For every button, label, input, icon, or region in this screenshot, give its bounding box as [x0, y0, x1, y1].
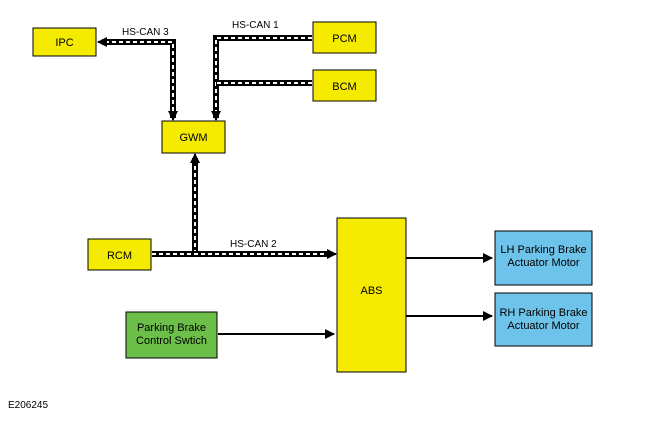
bcm-module: BCM [312, 69, 377, 102]
rh-actuator-motor: RH Parking Brake Actuator Motor [494, 292, 593, 347]
abs-module: ABS [336, 217, 407, 373]
ipc-label: IPC [55, 37, 73, 49]
gwm-module: GWM [161, 120, 226, 154]
lh-actuator-motor: LH Parking Brake Actuator Motor [494, 230, 593, 286]
lh-motor-label-line1: LH Parking Brake [500, 244, 586, 256]
bcm-label: BCM [332, 81, 356, 93]
gwm-label: GWM [179, 132, 207, 144]
rcm-label: RCM [107, 250, 132, 262]
parking-brake-switch: Parking Brake Control Swtich [125, 311, 218, 359]
pcm-label: PCM [332, 33, 356, 45]
switch-label-line2: Control Swtich [136, 335, 207, 347]
switch-label-line1: Parking Brake [137, 322, 206, 334]
abs-label: ABS [360, 285, 382, 297]
hs-can-3-label: HS-CAN 3 [122, 27, 169, 38]
rh-motor-label-line2: Actuator Motor [507, 320, 579, 332]
rcm-module: RCM [87, 238, 152, 271]
rh-motor-label-line1: RH Parking Brake [499, 307, 587, 319]
hs-can-2-bus [152, 153, 337, 259]
hs-can-2-label: HS-CAN 2 [230, 239, 277, 250]
pcm-module: PCM [312, 21, 377, 54]
hs-can-1-bus [211, 35, 312, 121]
hs-can-1-label: HS-CAN 1 [232, 20, 279, 31]
hs-can-3-bus [97, 37, 178, 121]
figure-id: E206245 [8, 400, 49, 411]
ipc-module: IPC [32, 27, 97, 57]
lh-motor-label-line2: Actuator Motor [507, 257, 579, 269]
